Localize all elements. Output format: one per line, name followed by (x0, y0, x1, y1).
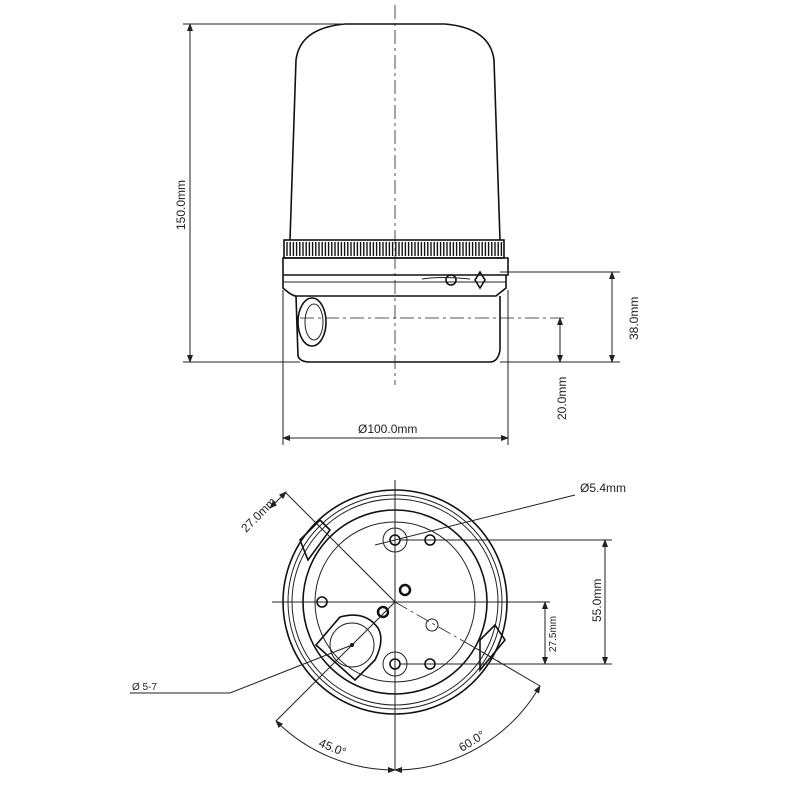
cable-gland-inner (304, 303, 324, 341)
radius-label: 27.0mm (238, 495, 279, 536)
base-housing (282, 257, 509, 363)
cable-gland (297, 297, 327, 347)
clips (299, 518, 506, 673)
diamond-marker (474, 270, 486, 290)
angle-arc-left (275, 720, 396, 774)
angle-left-label: 45.0° (317, 736, 349, 760)
half-spacing-label: 27.5mm (548, 616, 559, 652)
cable-entry (314, 614, 382, 682)
screw-icon (445, 274, 457, 286)
ring-ribs (286, 242, 503, 256)
seam (421, 277, 471, 280)
angle-right-label: 60.0° (456, 728, 487, 755)
angle-arc-right (394, 685, 541, 773)
cable-entry-label: Ø 5-7 (132, 682, 157, 693)
hole-diameter-label: Ø5.4mm (580, 481, 626, 495)
bottom-view: 27.0mm Ø5.4mm 55.0mm 27.5mm Ø 5-7 45.0° … (130, 480, 626, 774)
side-view: 150.0mm 38.0mm 20.0mm Ø100.0mm (174, 5, 641, 445)
mount-height-label: 20.0mm (555, 377, 569, 420)
ribbed-ring (283, 239, 505, 259)
height-label: 150.0mm (174, 180, 188, 230)
base-height-label: 38.0mm (627, 297, 641, 340)
diameter-label: Ø100.0mm (358, 422, 417, 436)
hole-spacing-label: 55.0mm (590, 579, 604, 622)
